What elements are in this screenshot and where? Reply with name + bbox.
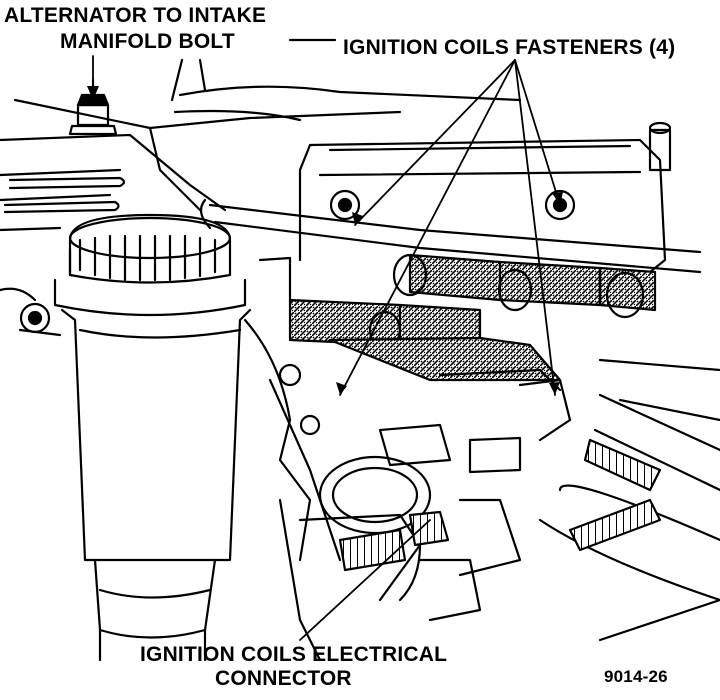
alternator-bolt-label-line2: MANIFOLD BOLT [60, 30, 235, 53]
electrical-connector-label-line1: IGNITION COILS ELECTRICAL [140, 643, 448, 666]
ignition-coils-fasteners-label: IGNITION COILS FASTENERS (4) [343, 36, 676, 59]
electrical-connector-label-line2: CONNECTOR [215, 667, 352, 690]
alternator-housing [0, 98, 402, 337]
leader-lines [92, 55, 561, 641]
ignition-coil-packs [288, 253, 657, 392]
reservoir-tank [53, 213, 252, 662]
intake-manifold-top [170, 38, 522, 122]
figure-code: 9014-26 [604, 667, 668, 686]
ignition-coils-connector [338, 510, 450, 602]
right-hose [538, 358, 720, 642]
alternator-bolt-label-line1: ALTERNATOR TO INTAKE [4, 4, 267, 27]
fuel-rail [199, 198, 702, 274]
leader-arrowheads [87, 86, 563, 395]
valve-cover [298, 121, 672, 282]
lower-engine [243, 256, 572, 662]
